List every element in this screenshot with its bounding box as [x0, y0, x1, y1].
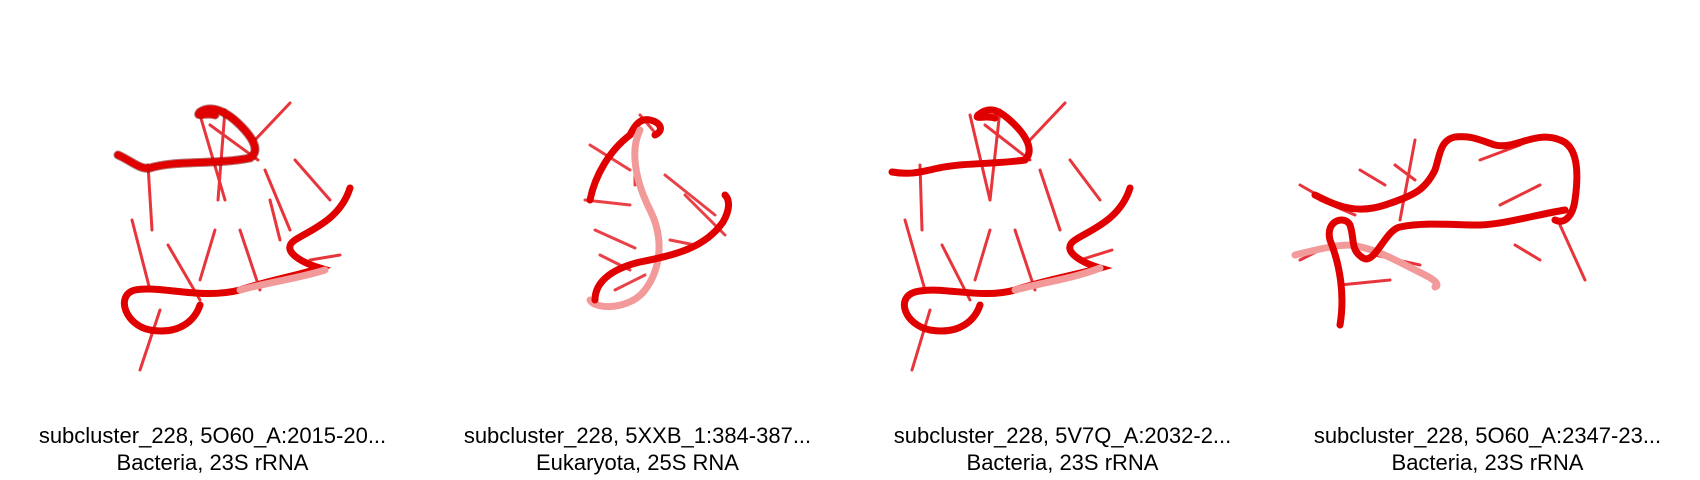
structure-title-3: subcluster_228, 5V7Q_A:2032-2... — [893, 423, 1232, 448]
structure-caption-3: subcluster_228, 5V7Q_A:2032-2... Bacteri… — [850, 422, 1275, 476]
structure-panel-4: subcluster_228, 5O60_A:2347-23... Bacter… — [1275, 0, 1700, 480]
structure-subtitle-3: Bacteria, 23S rRNA — [966, 450, 1159, 475]
structure-panel-1: subcluster_228, 5O60_A:2015-20... Bacter… — [0, 0, 425, 480]
structure-subtitle-4: Bacteria, 23S rRNA — [1391, 450, 1584, 475]
structure-title-1: subcluster_228, 5O60_A:2015-20... — [38, 423, 387, 448]
structure-caption-4: subcluster_228, 5O60_A:2347-23... Bacter… — [1275, 422, 1700, 476]
rna-structure-render-2 — [583, 113, 732, 311]
rna-structure-render-3 — [888, 101, 1134, 372]
rna-structure-render-4 — [1291, 133, 1587, 329]
structure-caption-2: subcluster_228, 5XXB_1:384-387... Eukary… — [425, 422, 850, 476]
structure-subtitle-1: Bacteria, 23S rRNA — [116, 450, 309, 475]
structure-panel-2: subcluster_228, 5XXB_1:384-387... Eukary… — [425, 0, 850, 480]
structure-title-2: subcluster_228, 5XXB_1:384-387... — [463, 423, 812, 448]
structure-panel-3: subcluster_228, 5V7Q_A:2032-2... Bacteri… — [850, 0, 1275, 480]
rna-structure-render-1 — [113, 101, 354, 372]
structure-subtitle-2: Eukaryota, 25S RNA — [536, 450, 739, 475]
structure-title-4: subcluster_228, 5O60_A:2347-23... — [1313, 423, 1662, 448]
structure-caption-1: subcluster_228, 5O60_A:2015-20... Bacter… — [0, 422, 425, 476]
